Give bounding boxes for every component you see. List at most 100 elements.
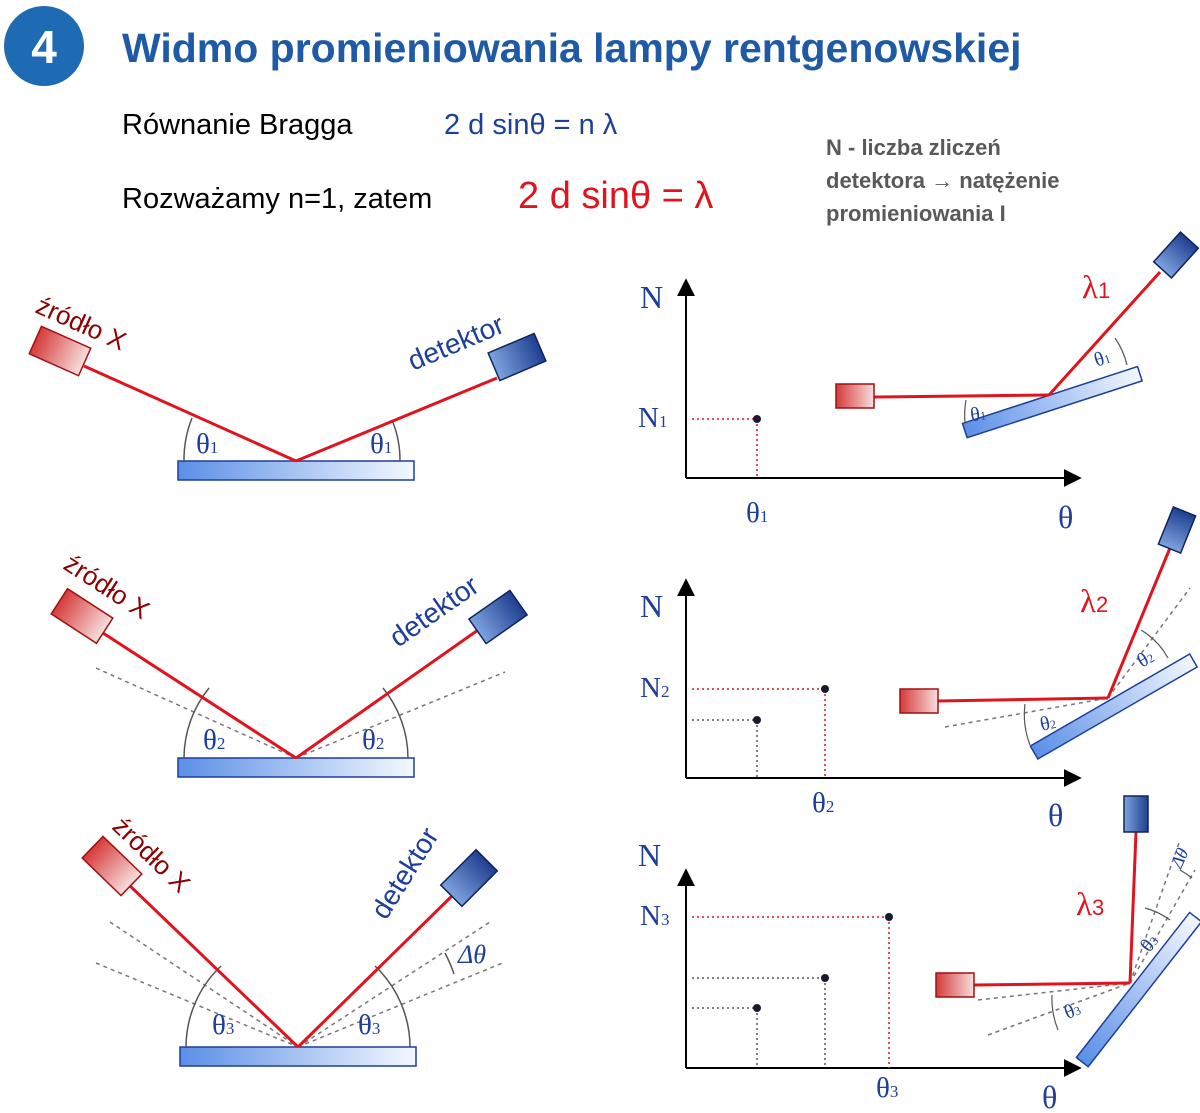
theta-tick-label: θ2 — [812, 787, 834, 819]
data-point-previous — [753, 716, 761, 724]
note: N - liczba zliczeń detektora → natężenie… — [826, 135, 1060, 226]
delta-theta-arc — [444, 952, 455, 975]
mini-theta-label-2: θ1 — [1091, 346, 1113, 372]
reflected-beam — [295, 376, 498, 463]
page-title: Widmo promieniowania lampy rentgenowskie… — [122, 25, 1022, 71]
badge-number: 4 — [31, 21, 57, 73]
mini-detector — [1157, 505, 1197, 555]
bragg-formula-n1: 2 d sinθ = λ — [518, 175, 713, 217]
mini-xray-source — [935, 972, 975, 998]
header: 4 Widmo promieniowania lampy rentgenowsk… — [4, 6, 1022, 86]
plot-2: N θ N2 θ2 θ2 θ2 λ2 — [640, 505, 1199, 833]
previous-beam-right — [295, 671, 506, 759]
mini-incident-beam — [873, 393, 1050, 399]
note-line-2: detektora → natężenie — [826, 168, 1060, 193]
note-line-1: N - liczba zliczeń — [826, 135, 1001, 160]
bragg-label: Równanie Bragga — [122, 109, 353, 141]
mini-angle-arc-1 — [964, 399, 967, 424]
y-axis-label: N — [638, 837, 661, 873]
mini-theta-label-1: θ1 — [969, 402, 988, 426]
plot-1: N θ N1 θ1 θ1 θ1 λ1 — [638, 231, 1200, 535]
mini-incident-beam — [973, 981, 1131, 987]
n-label: N2 — [640, 672, 669, 704]
mini-incident-beam — [937, 696, 1109, 703]
note-line-3: promieniowania I — [826, 201, 1006, 226]
xray-source — [28, 325, 92, 377]
angle-arc-left — [183, 687, 210, 759]
theta-tick-label: θ1 — [746, 497, 768, 529]
mini-xray-source — [835, 383, 875, 409]
equations: Równanie Bragga 2 d sinθ = n λ Rozważamy… — [122, 109, 713, 217]
assumption-text: Rozważamy n=1, zatem — [122, 183, 432, 215]
lambda-label: λ1 — [1082, 270, 1110, 306]
mini-theta-label-1: θ2 — [1038, 711, 1058, 736]
mini-xray-source — [899, 688, 939, 714]
plot-3: N θ N3 θ3 θ3 θ3 Δθ λ3 — [638, 795, 1200, 1113]
angle-arc-right — [374, 965, 411, 1048]
svg-text:detektor: detektor — [365, 822, 445, 924]
theta-label-left: θ2 — [203, 724, 225, 756]
detector — [439, 848, 499, 908]
angle-arc-left — [185, 965, 222, 1048]
delta-theta-label: Δθ — [457, 940, 486, 969]
y-axis-label: N — [640, 279, 663, 315]
theta-label-left: θ1 — [196, 428, 218, 460]
lambda-label: λ3 — [1076, 887, 1104, 923]
angle-arc-right — [382, 687, 409, 759]
svg-text:detektor: detektor — [403, 308, 508, 376]
xray-source — [50, 587, 114, 645]
detector-label: detektor — [365, 822, 445, 924]
theta-label-right: θ2 — [362, 724, 384, 756]
x-axis-label: θ — [1048, 797, 1063, 833]
data-point — [885, 913, 893, 921]
badge-circle — [4, 6, 84, 86]
incident-beam — [126, 882, 300, 1049]
mini-theta-label-2: θ2 — [1133, 646, 1158, 673]
reflected-beam — [296, 891, 457, 1049]
mini-reflected-beam — [1128, 831, 1138, 984]
theta-label-right: θ1 — [370, 428, 392, 460]
data-point — [753, 415, 761, 423]
mini-angle-arc-1 — [1023, 703, 1031, 746]
xray-source — [81, 835, 143, 897]
y-axis-label: N — [640, 588, 663, 624]
angle-arc-left — [183, 417, 193, 462]
mini-previous-beam-1 — [977, 982, 1131, 1001]
detector — [487, 332, 547, 382]
mini-angle-arc-2 — [1140, 629, 1169, 659]
mini-crystal — [961, 365, 1144, 439]
mini-angle-arc-2 — [1114, 337, 1128, 366]
detector-label: detektor — [384, 569, 485, 652]
previous-beam-left-2 — [109, 921, 299, 1048]
data-point-first — [753, 1004, 761, 1012]
x-axis-label: θ — [1058, 499, 1073, 535]
theta-tick-label: θ3 — [876, 1072, 898, 1104]
previous-beam-left — [95, 667, 297, 759]
mini-angle-arc-2 — [1144, 907, 1171, 921]
mini-angle-arc-1 — [1051, 994, 1059, 1031]
setup-3: źródło X detektor Δθ θ3 θ3 — [81, 811, 506, 1067]
setup-2: źródło X detektor θ2 θ2 — [50, 548, 529, 778]
previous-beam-right-1 — [297, 961, 506, 1048]
data-point-second — [821, 974, 829, 982]
bragg-formula: 2 d sinθ = n λ — [444, 109, 618, 141]
theta-label-right: θ3 — [358, 1009, 380, 1041]
x-axis-label: θ — [1042, 1079, 1057, 1113]
mini-previous-beam-1 — [944, 697, 1109, 728]
previous-beam-left-1 — [95, 962, 299, 1048]
incident-beam — [102, 631, 297, 760]
lambda-label: λ2 — [1080, 584, 1108, 620]
mini-detector — [1123, 795, 1149, 833]
svg-text:detektor: detektor — [384, 569, 485, 652]
crystal — [177, 460, 415, 481]
mini-crystal — [1075, 911, 1200, 1068]
mini-crystal — [1029, 652, 1199, 761]
crystal — [177, 757, 415, 778]
mini-previous-beam-2 — [1107, 587, 1191, 699]
mini-delta-theta-arc — [1179, 869, 1193, 879]
incident-beam — [83, 364, 297, 463]
detector — [467, 589, 529, 645]
mini-reflected-beam — [1106, 547, 1172, 699]
angle-arc-right — [391, 419, 401, 462]
